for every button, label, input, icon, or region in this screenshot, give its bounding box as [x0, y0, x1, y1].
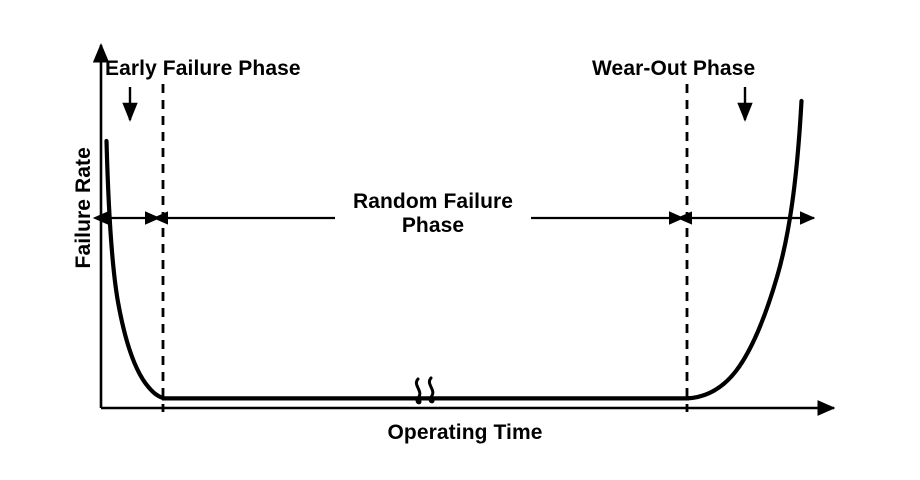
x-axis-label: Operating Time [387, 421, 543, 444]
label-random-failure-phase-line2: Phase [401, 213, 465, 237]
failure-rate-curve-wearout [684, 98, 804, 401]
label-random-failure-phase-line1: Random Failure [352, 190, 514, 213]
label-wear-out-phase: Wear-Out Phase [592, 57, 756, 80]
axis-break-symbol [414, 376, 435, 405]
y-axis-label: Failure Rate [72, 147, 96, 269]
label-early-failure-phase: Early Failure Phase [105, 57, 301, 80]
failure-rate-curve-early [104, 138, 166, 401]
